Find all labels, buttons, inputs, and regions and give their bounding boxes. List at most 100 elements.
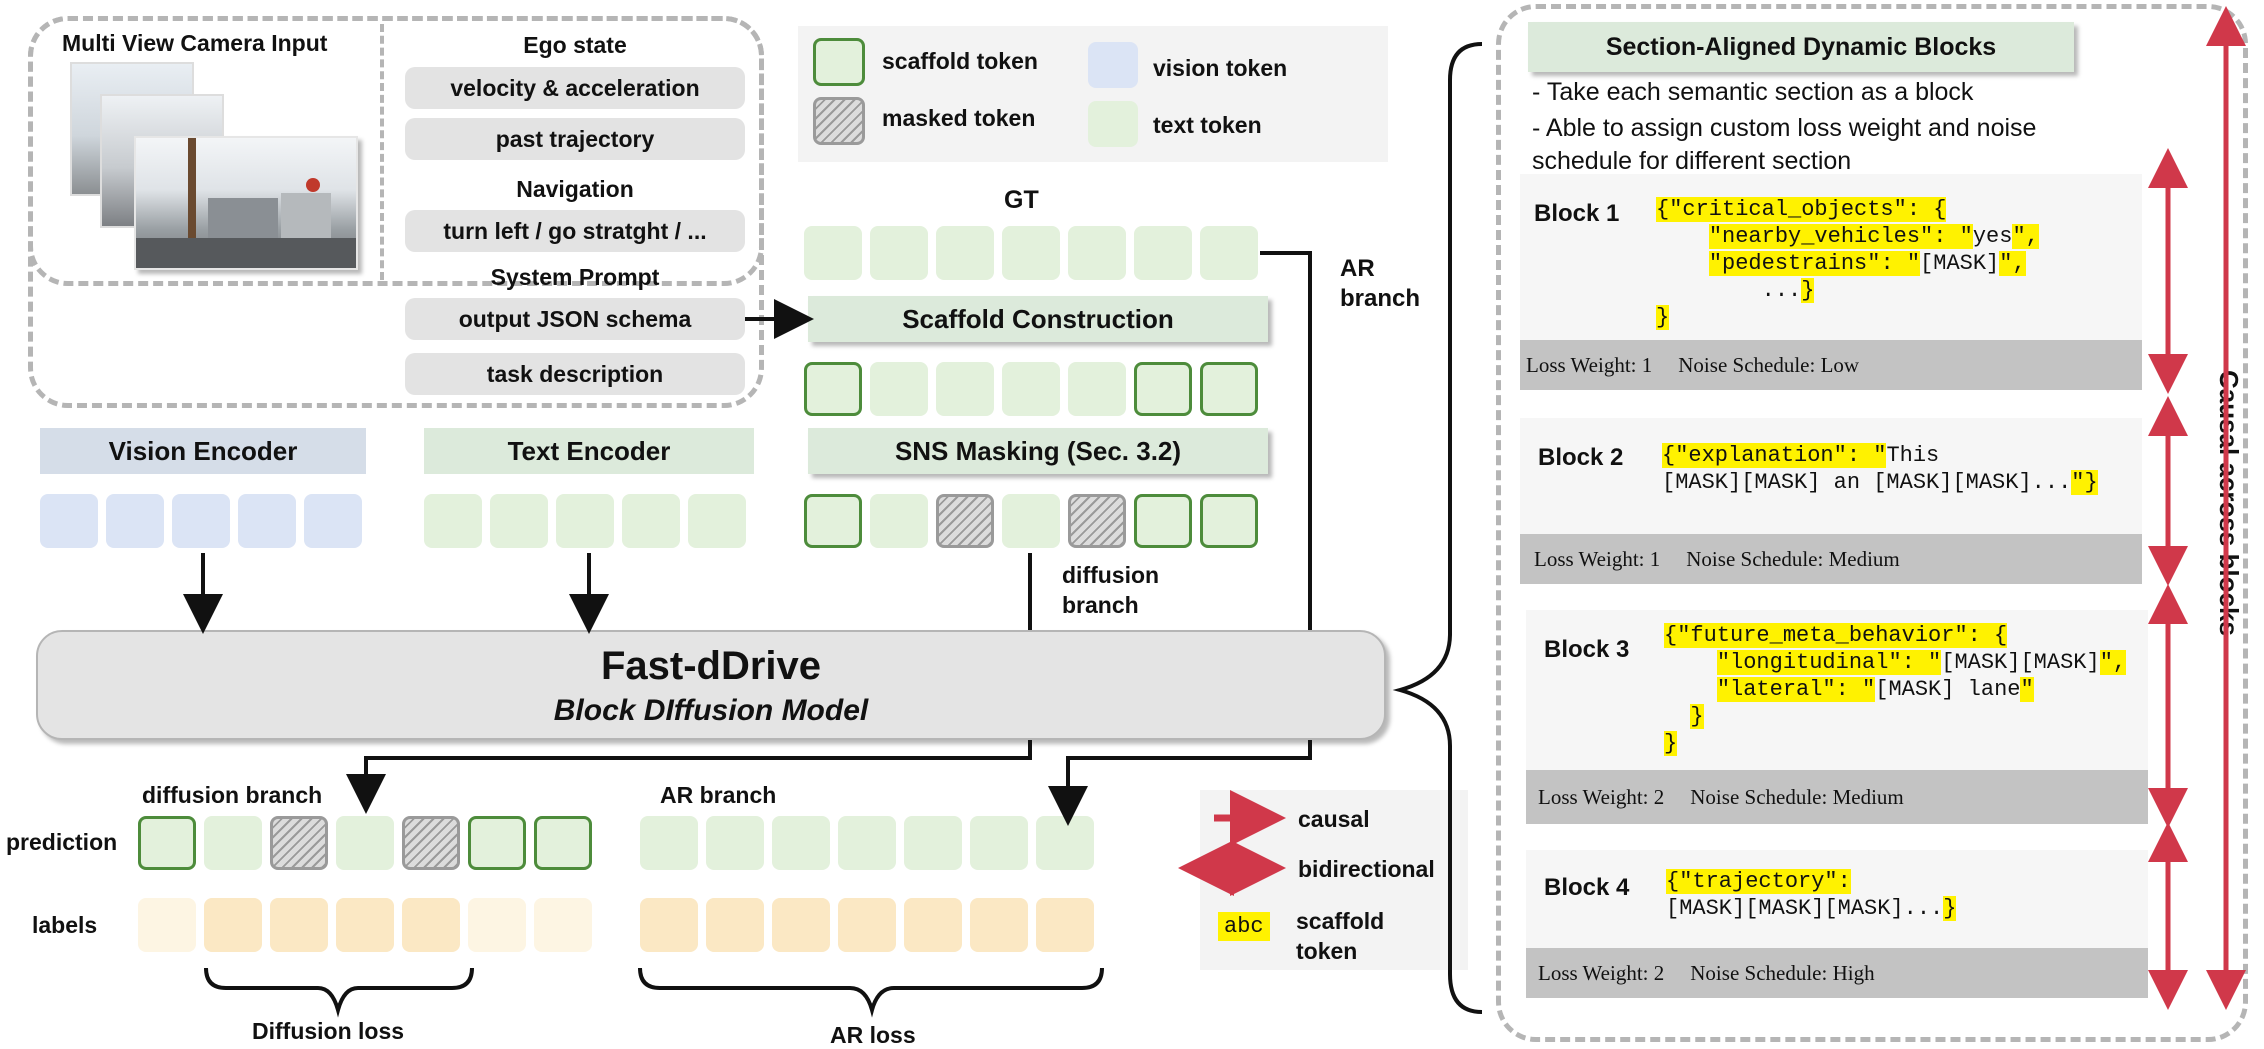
code-b1-l2a: "nearby_vehicles": " xyxy=(1708,224,1973,249)
legend-vision-swatch xyxy=(1088,42,1138,88)
legend-masked-swatch xyxy=(813,97,865,145)
code-b3-l2b: [MASK][MASK] xyxy=(1941,650,2100,675)
scaffold-token-2 xyxy=(870,362,928,416)
block-1-title: Block 1 xyxy=(1534,200,1620,227)
gt-token-1 xyxy=(804,226,862,280)
vision-token-3 xyxy=(172,494,230,548)
legend-scaffold-sample: abc xyxy=(1218,912,1270,941)
vision-token-2 xyxy=(106,494,164,548)
sns-token-2 xyxy=(870,494,928,548)
block-1-loss-weight: Loss Weight: 1 xyxy=(1526,352,1653,377)
legend-scaffold-sample-text: abc xyxy=(1224,914,1264,939)
labels-diffusion-token-7 xyxy=(534,898,592,952)
system-prompt-json: output JSON schema xyxy=(405,298,745,340)
block-3-panel: Loss Weight: 2 Noise Schedule: Medium xyxy=(1526,610,2148,824)
gt-token-4 xyxy=(1002,226,1060,280)
block-4-title: Block 4 xyxy=(1544,874,1630,901)
code-b3-l2a: "longitudinal": " xyxy=(1716,650,1942,675)
ar-loss-label: AR loss xyxy=(830,1022,916,1048)
legend-scaffold-swatch xyxy=(813,38,865,86)
block-4-code: {"trajectory": [MASK][MASK][MASK]...} xyxy=(1666,868,1957,922)
legend-text-swatch xyxy=(1088,101,1138,147)
code-b1-l4a: ... xyxy=(1761,278,1802,303)
code-b3-l1: {"future_meta_behavior": { xyxy=(1664,623,2008,648)
ar-loss-brace xyxy=(638,967,1104,1018)
code-b2-l2a: [MASK][MASK] an [MASK][MASK]... xyxy=(1662,470,2072,495)
system-prompt-title: System Prompt xyxy=(490,264,660,290)
text-encoder-bar: Text Encoder xyxy=(424,428,754,474)
input-panel-divider xyxy=(380,24,384,280)
prediction-diffusion-token-2 xyxy=(204,816,262,870)
code-b3-l3c: " xyxy=(2020,677,2034,702)
prediction-label: prediction xyxy=(6,829,118,855)
labels-label: labels xyxy=(32,912,98,938)
scaffold-token-6 xyxy=(1134,362,1192,416)
system-prompt-task: task description xyxy=(405,353,745,395)
block-1-code: {"critical_objects": { "nearby_vehicles"… xyxy=(1656,196,2039,331)
gt-token-6 xyxy=(1134,226,1192,280)
block-1-noise-schedule: Noise Schedule: Low xyxy=(1678,352,1860,377)
input-panel-outline xyxy=(28,16,764,408)
labels-diffusion-token-2 xyxy=(204,898,262,952)
diffusion-branch-mid-label: diffusion branch xyxy=(1062,560,1192,620)
labels-diffusion-token-6 xyxy=(468,898,526,952)
ar-branch-top-label: AR branch xyxy=(1340,254,1450,314)
vision-token-1 xyxy=(40,494,98,548)
causal-across-blocks-label: Causal across blocks xyxy=(2213,370,2244,636)
diffusion-loss-label: Diffusion loss xyxy=(252,1018,405,1044)
diffusion-loss-brace xyxy=(204,967,474,1018)
labels-ar-token-1 xyxy=(640,898,698,952)
code-b2-l1a: {"explanation": " xyxy=(1662,443,1887,468)
model-subtitle: Block DIffusion Model xyxy=(553,694,869,727)
blocks-bullet-2: - Able to assign custom loss weight and … xyxy=(1532,114,2037,175)
block-2-loss-weight: Loss Weight: 1 xyxy=(1534,546,1661,571)
block-1-footer: Loss Weight: 1 Noise Schedule: Low xyxy=(1520,340,2142,390)
block-2-title: Block 2 xyxy=(1538,444,1624,471)
code-b1-l1: {"critical_objects": { xyxy=(1656,197,1947,222)
sns-token-4 xyxy=(1002,494,1060,548)
ego-state-title: Ego state xyxy=(523,32,627,58)
code-b4-l2b: } xyxy=(1943,896,1957,921)
block-3-code: {"future_meta_behavior": { "longitudinal… xyxy=(1664,622,2127,757)
prediction-ar-token-7 xyxy=(1036,816,1094,870)
scaffold-token-5 xyxy=(1068,362,1126,416)
scaffold-construction-bar: Scaffold Construction xyxy=(808,296,1268,342)
vision-encoder-bar: Vision Encoder xyxy=(40,428,366,474)
gt-label: GT xyxy=(1004,186,1039,214)
prediction-diffusion-token-6 xyxy=(468,816,526,870)
camera-image-front xyxy=(134,136,358,270)
prediction-diffusion-token-3 xyxy=(270,816,328,870)
legend-text-text: text token xyxy=(1153,112,1262,138)
gt-token-7 xyxy=(1200,226,1258,280)
labels-ar-token-5 xyxy=(904,898,962,952)
legend-scaffold-token-label: scaffold token xyxy=(1296,908,1385,964)
scaffold-token-4 xyxy=(1002,362,1060,416)
block-2-panel: Loss Weight: 1 Noise Schedule: Medium xyxy=(1520,418,2142,584)
legend-vision-text: vision token xyxy=(1153,55,1288,81)
code-b1-l3a: "pedestrains": " xyxy=(1708,251,1921,276)
legend-masked-text: masked token xyxy=(882,105,1036,131)
code-b3-l2c: ", xyxy=(2099,650,2127,675)
code-b1-l5: } xyxy=(1656,305,1670,330)
code-b1-l3c: ", xyxy=(1999,251,2026,276)
code-b1-l4b: } xyxy=(1801,278,1815,303)
block-3-title: Block 3 xyxy=(1544,636,1630,663)
scaffold-token-1 xyxy=(804,362,862,416)
text-token-1 xyxy=(424,494,482,548)
blocks-panel-title: Section-Aligned Dynamic Blocks xyxy=(1528,22,2074,72)
block-4-noise-schedule: Noise Schedule: High xyxy=(1690,960,1875,985)
legend-causal-text: causal xyxy=(1298,806,1370,832)
text-token-2 xyxy=(490,494,548,548)
sns-token-7 xyxy=(1200,494,1258,548)
code-b2-l1b: This xyxy=(1886,443,1940,468)
prediction-diffusion-token-5 xyxy=(402,816,460,870)
model-box xyxy=(36,630,1386,740)
block-4-footer: Loss Weight: 2 Noise Schedule: High xyxy=(1526,948,2148,998)
labels-ar-token-3 xyxy=(772,898,830,952)
labels-diffusion-token-4 xyxy=(336,898,394,952)
labels-ar-token-4 xyxy=(838,898,896,952)
prediction-ar-token-1 xyxy=(640,816,698,870)
prediction-ar-token-5 xyxy=(904,816,962,870)
legend-scaffold-token-text: scaffold token xyxy=(1296,906,1426,966)
camera-input-title: Multi View Camera Input xyxy=(62,30,328,56)
